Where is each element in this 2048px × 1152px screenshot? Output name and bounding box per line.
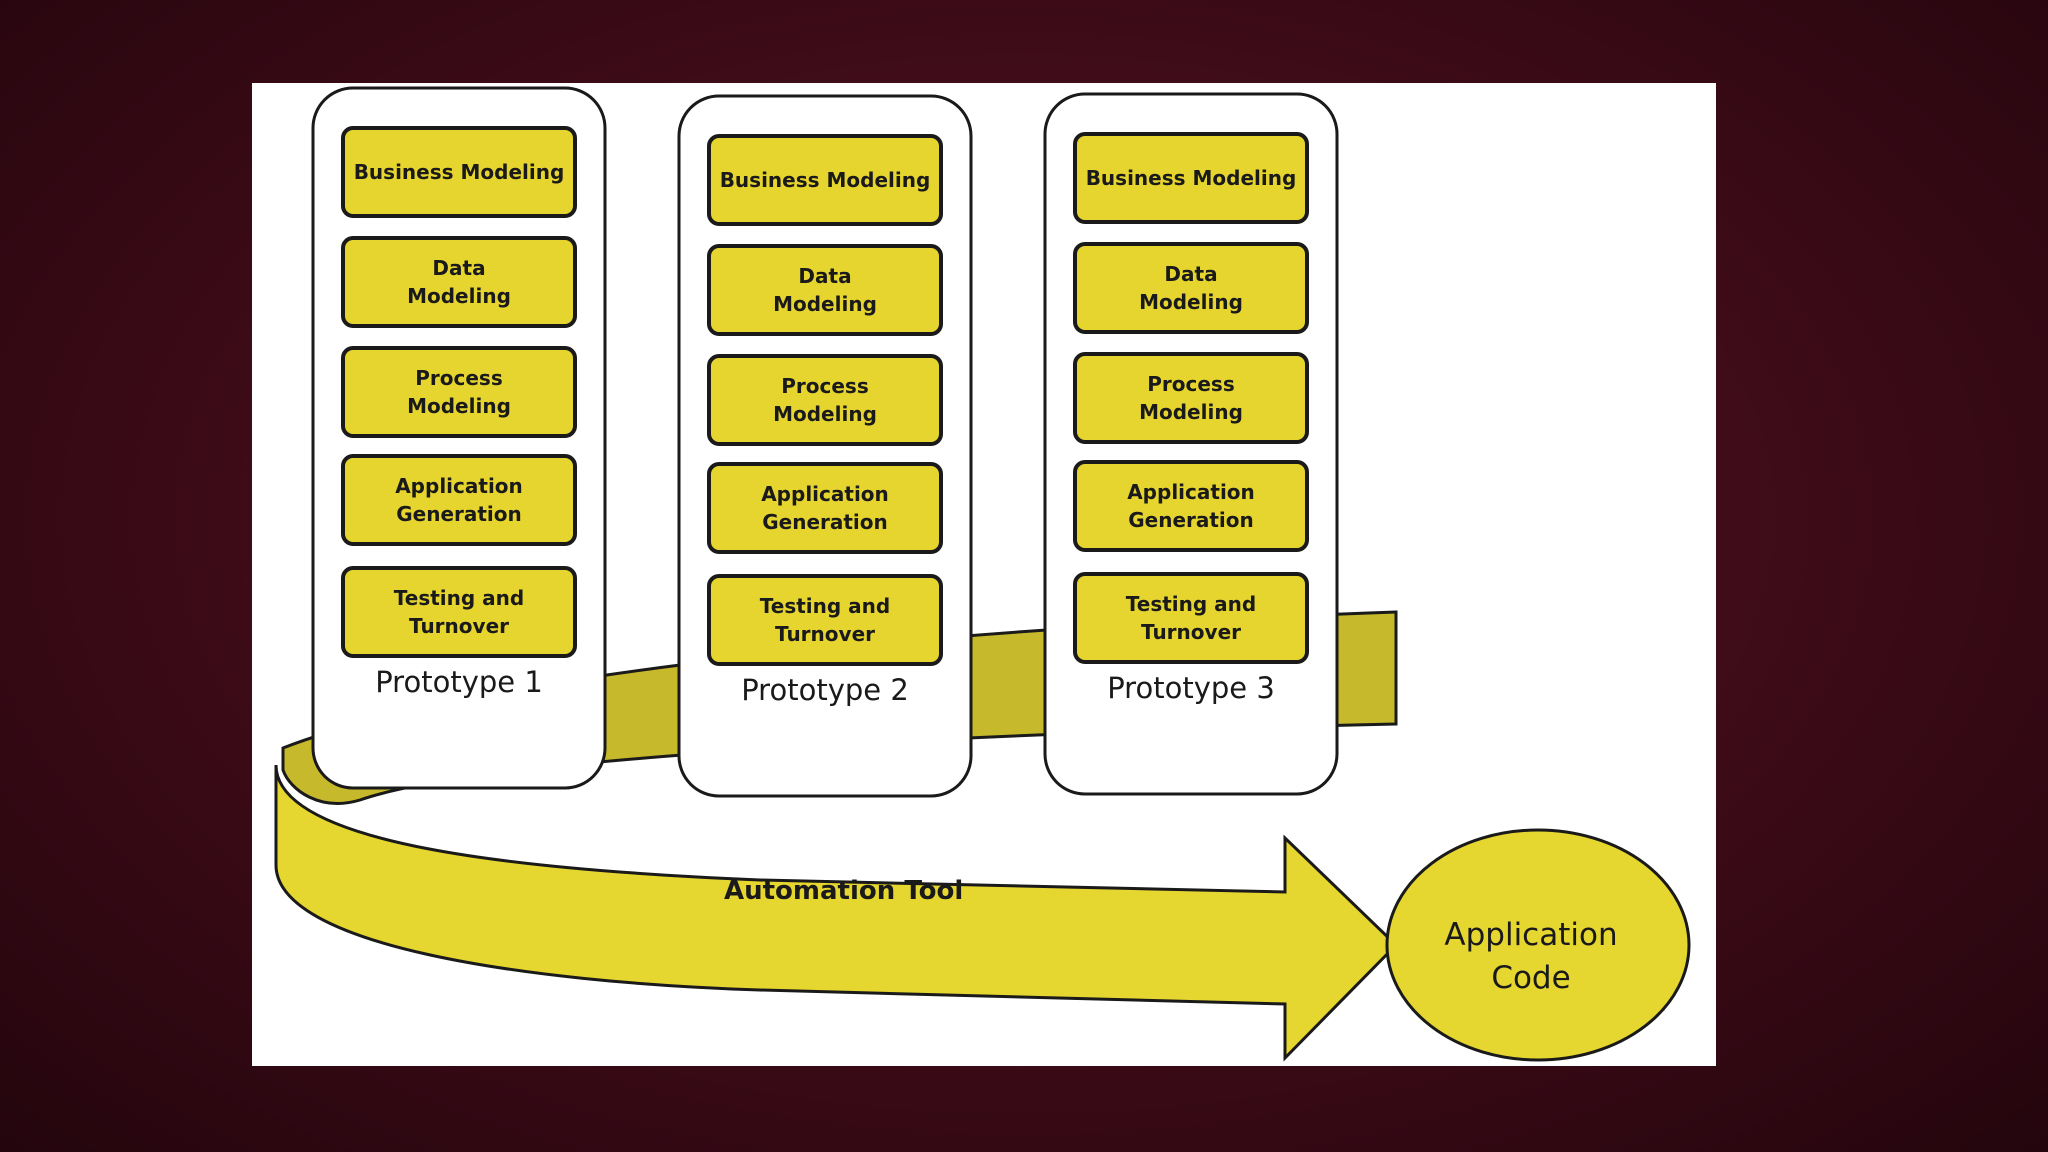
stage-label: Turnover <box>1141 620 1241 644</box>
stage-box <box>1073 132 1309 224</box>
stage-label: Business Modeling <box>720 168 931 192</box>
stage-label: Modeling <box>1139 400 1243 424</box>
stage-label: Business Modeling <box>354 160 565 184</box>
application-code-node <box>1385 828 1691 1062</box>
stage-label: Modeling <box>773 402 877 426</box>
stage-label: Modeling <box>1139 290 1243 314</box>
stage-box <box>1073 572 1309 664</box>
stage-label: Turnover <box>775 622 875 646</box>
stage-box <box>341 566 577 658</box>
stage-box <box>1073 242 1309 334</box>
prototype-label: Prototype 1 <box>375 665 543 699</box>
stage-label: Application <box>395 474 523 498</box>
stage-label: Application <box>1127 480 1255 504</box>
prototype-column: Business ModelingDataModelingProcessMode… <box>677 94 973 798</box>
stage-label: Testing and <box>1126 592 1256 616</box>
stage-box <box>707 134 943 226</box>
stage-box <box>707 354 943 446</box>
stage-label: Business Modeling <box>1086 166 1297 190</box>
stage-box <box>341 454 577 546</box>
stage-box <box>341 346 577 438</box>
stage-label: Generation <box>762 510 888 534</box>
stage-box <box>1073 460 1309 552</box>
prototype-column: Business ModelingDataModelingProcessMode… <box>311 86 607 790</box>
stage-label: Data <box>1164 262 1217 286</box>
stage-box <box>707 244 943 336</box>
automation-tool-label: Automation Tool <box>724 876 963 906</box>
stage-box <box>707 574 943 666</box>
prototype-columns: Business ModelingDataModelingProcessMode… <box>311 86 1339 798</box>
stage-label: Modeling <box>773 292 877 316</box>
application-code-label-line-2: Code <box>1491 960 1570 996</box>
stage-label: Process <box>1147 372 1235 396</box>
stage-box <box>341 126 577 218</box>
stage-label: Testing and <box>394 586 524 610</box>
stage-label: Turnover <box>409 614 509 638</box>
stage-box <box>707 462 943 554</box>
stage-box <box>1073 352 1309 444</box>
prototype-label: Prototype 2 <box>741 673 909 707</box>
stage-label: Process <box>415 366 503 390</box>
stage-label: Testing and <box>760 594 890 618</box>
stage-label: Generation <box>1128 508 1254 532</box>
automation-tool-arrow <box>274 764 1399 1062</box>
stage-label: Modeling <box>407 284 511 308</box>
stage-label: Modeling <box>407 394 511 418</box>
stage-label: Application <box>761 482 889 506</box>
stage-box <box>341 236 577 328</box>
prototype-column: Business ModelingDataModelingProcessMode… <box>1043 92 1339 796</box>
stage-label: Data <box>798 264 851 288</box>
prototype-label: Prototype 3 <box>1107 671 1275 705</box>
stage-label: Generation <box>396 502 522 526</box>
stage-label: Process <box>781 374 869 398</box>
application-code-label-line-1: Application <box>1444 917 1617 953</box>
stage-label: Data <box>432 256 485 280</box>
